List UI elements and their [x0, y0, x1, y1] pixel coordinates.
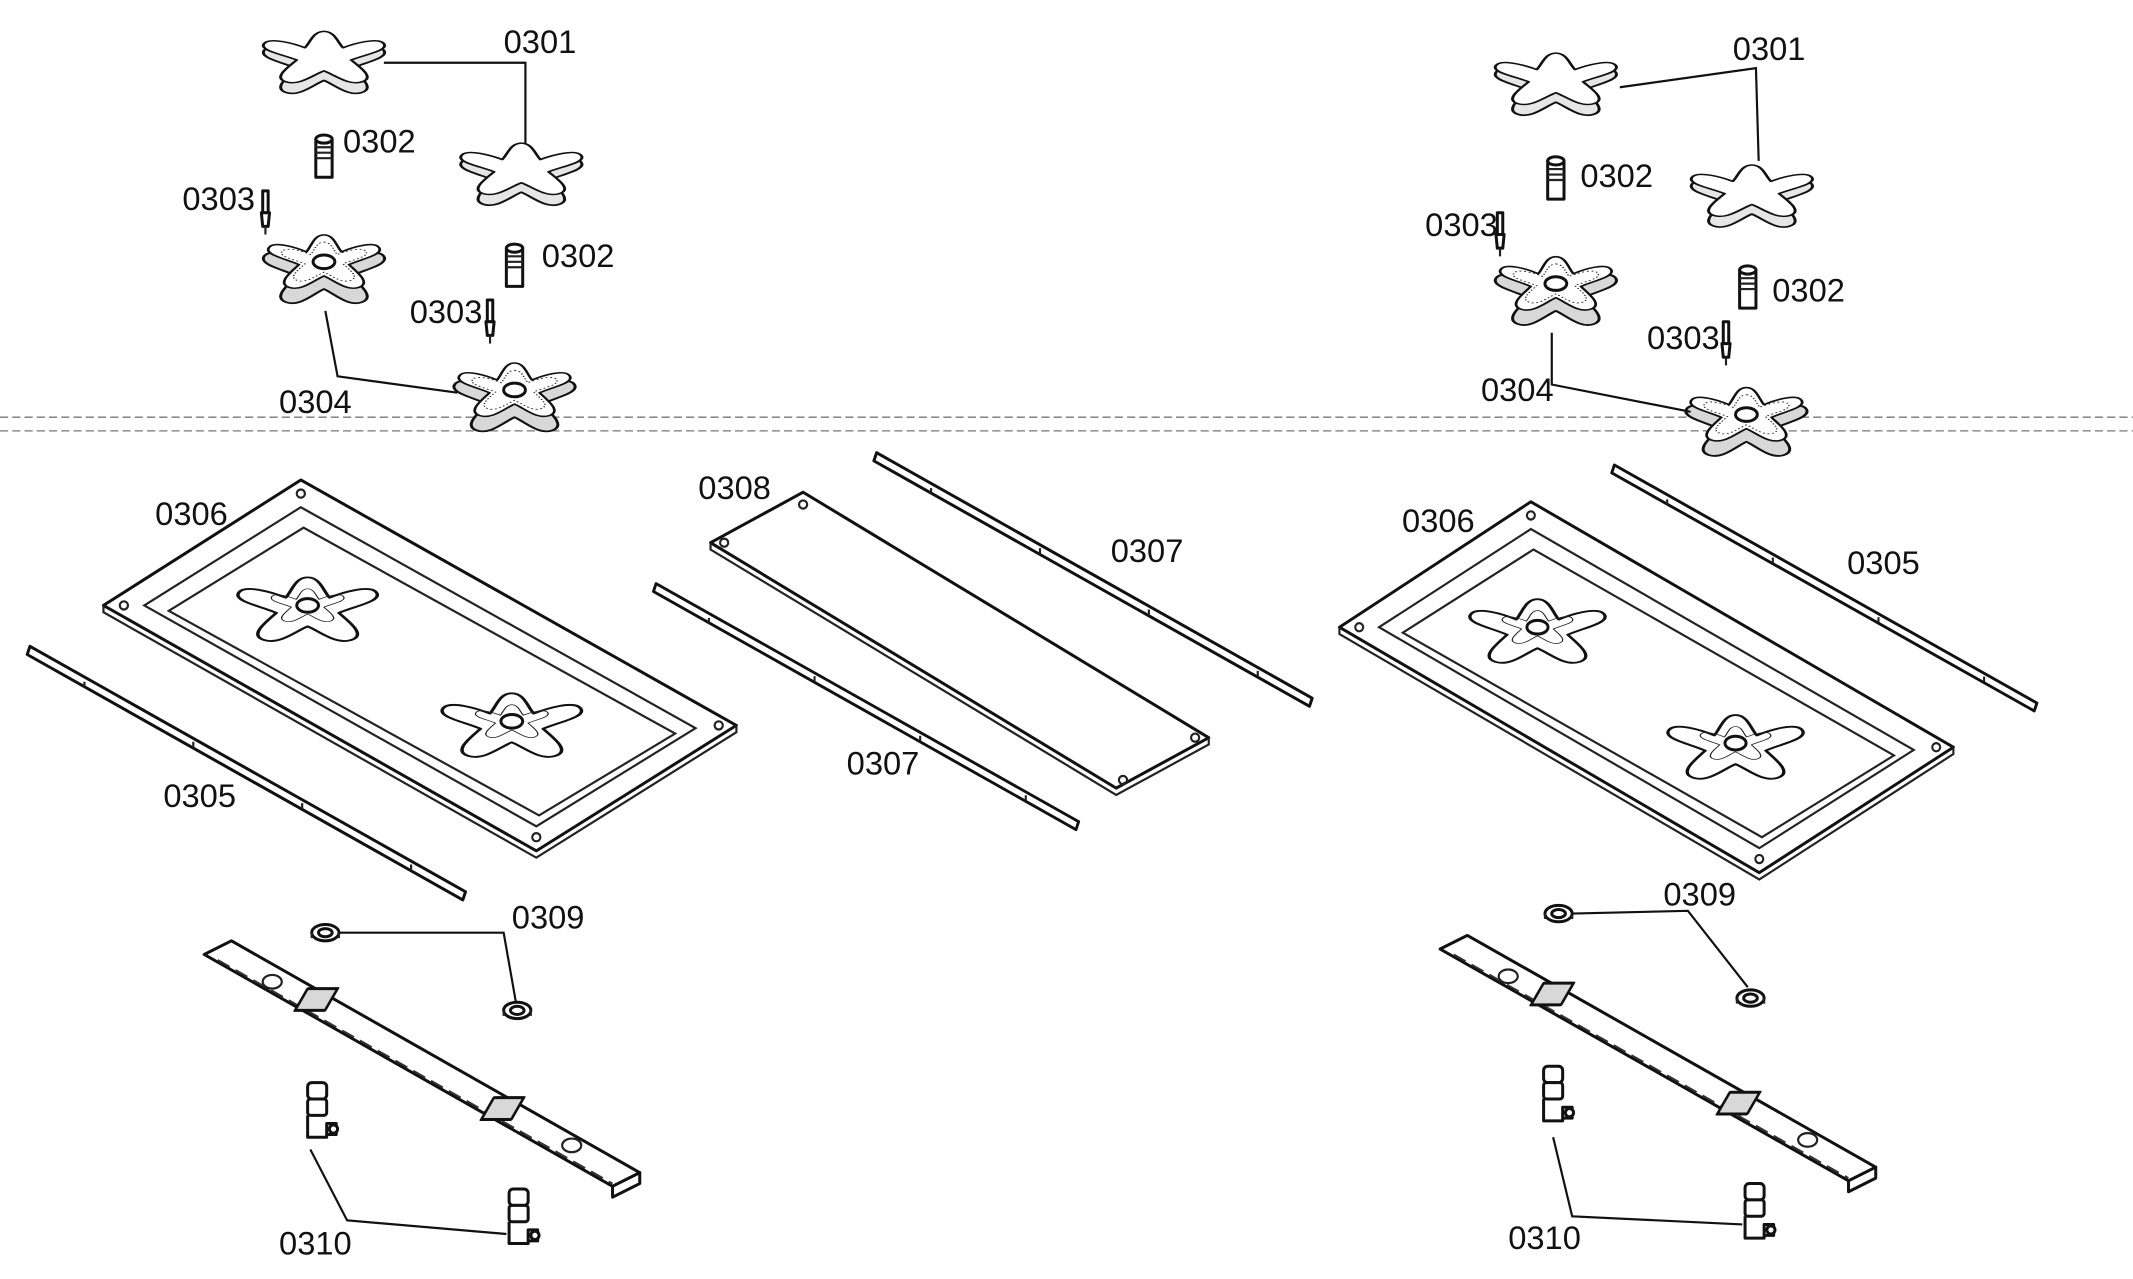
ring-part [502, 1000, 533, 1021]
burner-part [263, 235, 384, 303]
label-0302: 0302 [1772, 271, 1845, 308]
valve-part [1743, 1182, 1777, 1240]
label-0306: 0306 [155, 495, 228, 532]
left-assembly [25, 31, 1314, 1246]
label-0308: 0308 [698, 469, 771, 506]
burner-part [1686, 388, 1807, 456]
cap-part [1691, 165, 1812, 227]
label-0306: 0306 [1402, 502, 1475, 539]
label-0303: 0303 [410, 293, 483, 330]
cover-plate-part [709, 490, 1211, 797]
burner-part [1495, 257, 1616, 325]
valve-part [507, 1187, 541, 1246]
part-labels: 0301 0302 0303 0302 0303 0304 0306 0308 … [155, 23, 1920, 1261]
ring-part [310, 922, 341, 943]
label-0304: 0304 [279, 383, 352, 420]
label-0301: 0301 [504, 23, 577, 60]
label-0303: 0303 [182, 180, 255, 217]
label-0310: 0310 [1508, 1219, 1581, 1256]
valve-part [1542, 1064, 1576, 1123]
burner-part [454, 363, 575, 431]
electrode-part [259, 189, 272, 237]
label-0303: 0303 [1425, 206, 1498, 243]
label-0305: 0305 [163, 777, 236, 814]
bracket-part [202, 939, 642, 1199]
valve-part [306, 1081, 340, 1139]
right-assembly [1339, 53, 2039, 1240]
cap-part [461, 143, 582, 205]
label-0302: 0302 [343, 123, 416, 160]
cap-part [263, 31, 384, 93]
label-0301: 0301 [1733, 30, 1806, 67]
label-0307: 0307 [1111, 532, 1184, 569]
injector-part [1738, 264, 1758, 310]
label-0309: 0309 [512, 899, 585, 936]
label-0307: 0307 [847, 744, 920, 781]
label-0302: 0302 [542, 237, 615, 274]
injector-part [504, 242, 525, 288]
label-0310: 0310 [279, 1224, 352, 1261]
ring-part [1735, 988, 1766, 1008]
injector-part [1546, 155, 1566, 201]
cap-part [1495, 53, 1616, 115]
label-0309: 0309 [1663, 875, 1736, 912]
label-0303: 0303 [1647, 319, 1720, 356]
electrode-part [484, 298, 496, 346]
electrode-part [1720, 320, 1732, 367]
ring-part [1543, 903, 1574, 924]
label-0304: 0304 [1481, 371, 1554, 408]
label-0305: 0305 [1847, 544, 1920, 581]
label-0302: 0302 [1580, 157, 1653, 194]
bracket-part [1438, 933, 1878, 1194]
injector-part [314, 133, 334, 179]
